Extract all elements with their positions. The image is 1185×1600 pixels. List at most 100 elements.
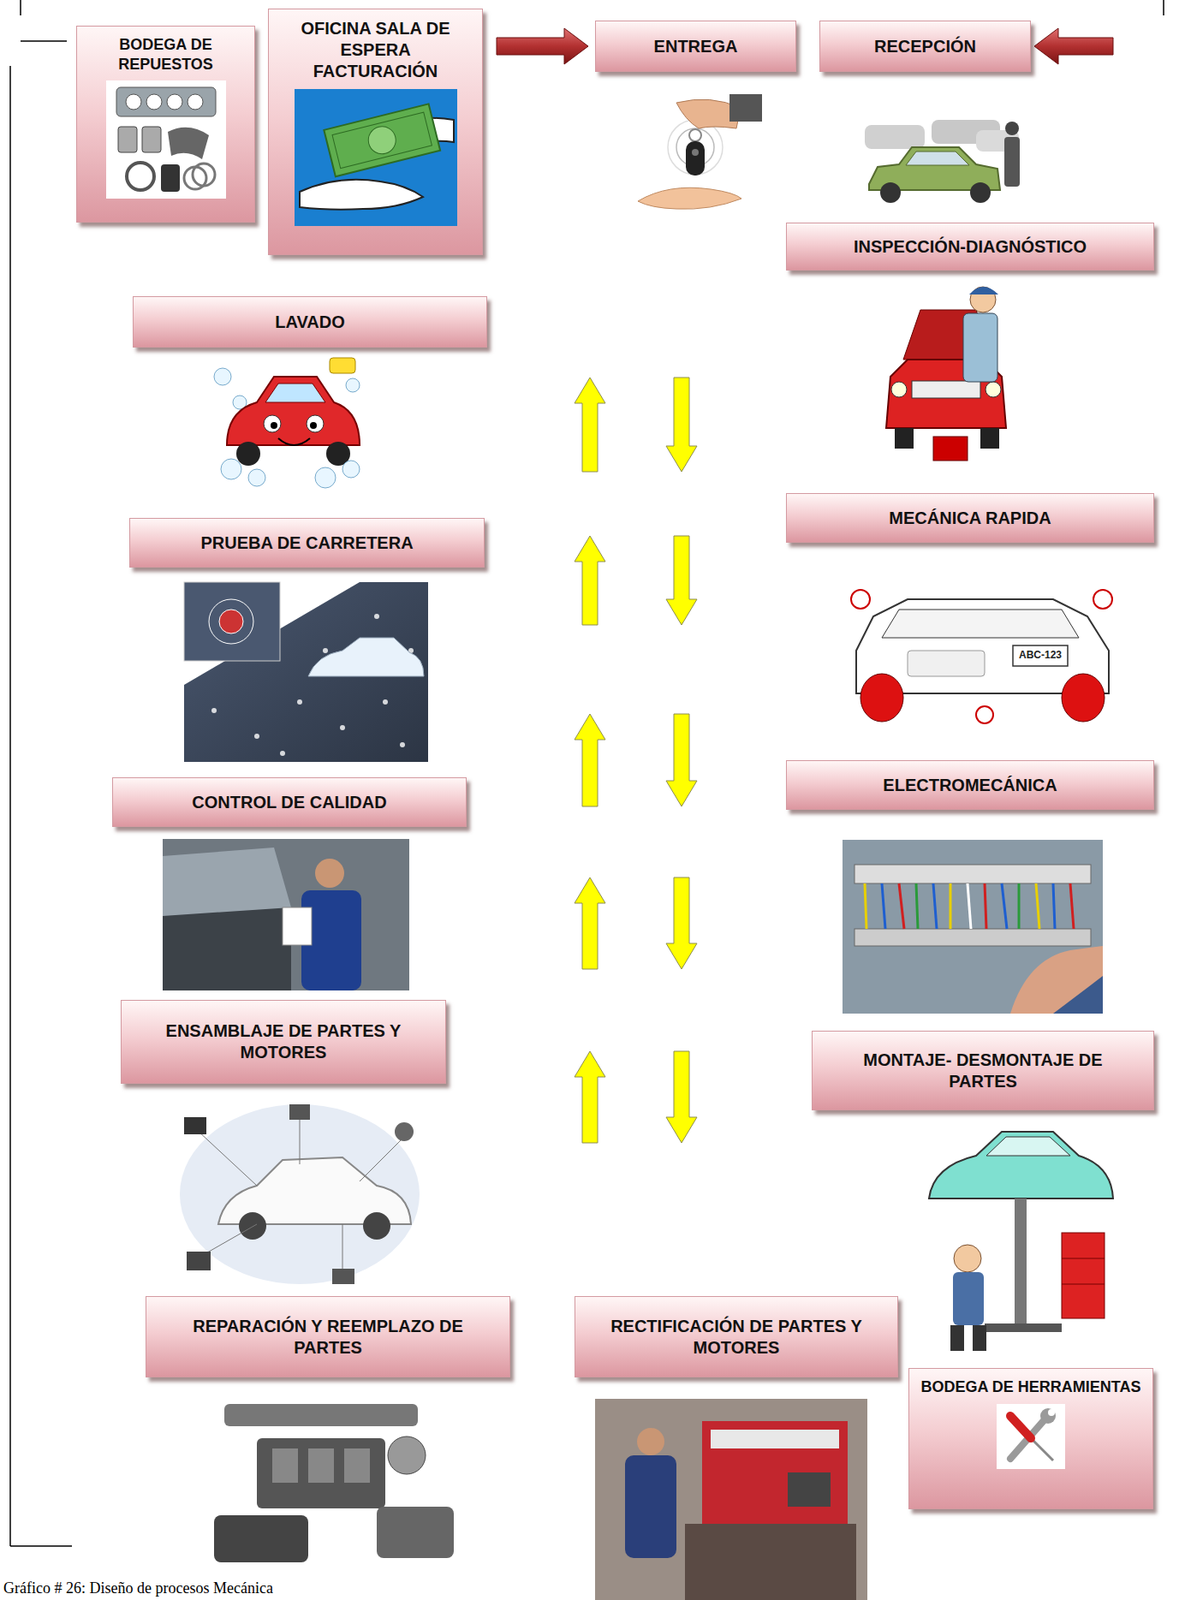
- box-picture-part-part: [364, 123, 399, 157]
- box-label: RECTIFICACIÓN DE PARTES Y MOTORES: [595, 1316, 878, 1359]
- parts-diagram-part: [186, 1251, 211, 1271]
- reception-car-part: [880, 182, 901, 203]
- mechanic-inspection-part: [933, 436, 968, 461]
- quality-control-photo-part: [162, 907, 292, 991]
- reception-car-part: [1004, 136, 1020, 187]
- box-picture-part: [126, 162, 155, 191]
- flow-arrows: [574, 377, 697, 1144]
- quick-service-car-part: [907, 650, 985, 677]
- process-box: RECEPCIÓN: [819, 20, 1031, 72]
- quality-control-photo-part: [162, 847, 292, 917]
- engine-parts: [214, 1404, 454, 1563]
- wiring-photo-part-part: [1018, 883, 1021, 929]
- road-test-part: [211, 613, 414, 757]
- car-lift-part: [1061, 1232, 1105, 1319]
- wiring-photo-part-part: [949, 883, 953, 929]
- process-box: CONTROL DE CALIDAD: [112, 777, 467, 828]
- mechanic-inspection-part: [980, 428, 1000, 449]
- car-wash-part: [236, 441, 261, 466]
- reception-car: [864, 119, 1020, 203]
- box-picture-part: [146, 94, 162, 110]
- car-wash-part: [309, 422, 317, 429]
- flow-arrows-part: [666, 1051, 697, 1144]
- car-wash-part: [265, 383, 326, 403]
- wiring-photo-part: [1053, 976, 1103, 1014]
- parts-diagram-part-part: [196, 1130, 257, 1186]
- reception-car-part: [864, 125, 925, 149]
- flow-arrows-part: [574, 535, 606, 626]
- process-box: PRUEBA DE CARRETERA: [129, 518, 485, 568]
- quick-service-car-part: [1012, 645, 1068, 667]
- engine-parts-part: [344, 1448, 370, 1483]
- box-label: ENTREGA: [654, 35, 739, 58]
- box-label: REPARACIÓN Y REEMPLAZO DE PARTES: [169, 1316, 487, 1359]
- quick-service-car-part: [851, 589, 870, 609]
- process-box: OFICINA SALA DE ESPERA FACTURACIÓN: [267, 8, 483, 256]
- box-picture-part-part: [332, 112, 432, 168]
- wiring-photo-part: [864, 883, 1074, 929]
- car-wash-part: [315, 467, 336, 489]
- box-picture-part: [1010, 1416, 1031, 1439]
- wiring-photo-part: [854, 864, 1091, 884]
- road-test-part-part: [297, 699, 303, 705]
- flow-arrows-part: [574, 377, 606, 472]
- mechanic-inspection-part: [894, 428, 914, 449]
- key-handover-part: [637, 187, 742, 209]
- wiring-photo-part-part: [1053, 883, 1055, 929]
- box-label: BODEGA DE HERRAMIENTAS: [920, 1377, 1141, 1398]
- rectification-photo-part: [684, 1524, 857, 1600]
- quick-service-car: [851, 589, 1113, 724]
- box-picture-part-part: [323, 103, 441, 177]
- rectification-photo: [595, 1399, 868, 1600]
- process-box: INSPECCIÓN-DIAGNÓSTICO: [786, 222, 1155, 271]
- road-test-part: [308, 637, 424, 677]
- quality-control-photo-part: [315, 858, 345, 888]
- quality-control-photo-part: [162, 839, 410, 991]
- incoming-arrow: [1034, 28, 1114, 65]
- road-test-part-part: [339, 725, 346, 731]
- quick-service-car-part: [1093, 589, 1113, 609]
- car-wash-part: [342, 460, 360, 478]
- wiring-photo-part-part: [933, 883, 937, 929]
- road-test-part: [184, 582, 429, 763]
- wiring-photo-part-part: [984, 883, 987, 929]
- car-wash-part: [306, 415, 324, 433]
- wiring-photo-part-part: [899, 883, 905, 929]
- box-picture-part: [106, 80, 227, 199]
- box-label: MONTAJE- DESMONTAJE DE PARTES: [841, 1049, 1125, 1093]
- key-handover-part: [691, 148, 699, 156]
- box-picture-part: [1048, 1409, 1055, 1417]
- block-arrow: [496, 28, 589, 65]
- key-handover-part: [729, 94, 763, 122]
- key-handover-part: [685, 141, 705, 176]
- frame-lines-part: [1162, 0, 1165, 16]
- flow-arrows-part: [574, 714, 606, 807]
- engine-parts-part: [224, 1404, 418, 1427]
- car-lift-part: [986, 1137, 1071, 1156]
- car-wash-part: [345, 378, 360, 393]
- road-test-part: [219, 609, 244, 634]
- car-wash-part: [329, 357, 356, 374]
- mechanic-inspection-part: [969, 286, 999, 295]
- process-box: ENSAMBLAJE DE PARTES Y MOTORES: [120, 1000, 447, 1084]
- rectification-photo-part: [787, 1472, 831, 1507]
- flow-arrows-part: [666, 535, 697, 626]
- rectification-photo-part: [625, 1455, 677, 1559]
- quick-service-car-part: [860, 673, 904, 722]
- frame-lines-part: [19, 0, 22, 16]
- road-test-part: [184, 582, 280, 661]
- road-test-part-part: [279, 750, 286, 757]
- wiring-photo-part: [854, 928, 1091, 947]
- parts-diagram-part-part: [342, 1224, 344, 1276]
- car-wash-part: [278, 438, 310, 446]
- car-lift-part: [1061, 1284, 1105, 1286]
- frame-lines-part: [20, 40, 67, 42]
- rectification-photo-part: [702, 1421, 848, 1525]
- wiring-photo-part-part: [881, 883, 886, 929]
- rectification-photo-part: [710, 1429, 840, 1449]
- incoming-arrow-part: [1034, 28, 1114, 65]
- box-picture-part: [299, 179, 423, 210]
- car-wash-part: [248, 469, 266, 487]
- key-handover-part: [689, 129, 702, 142]
